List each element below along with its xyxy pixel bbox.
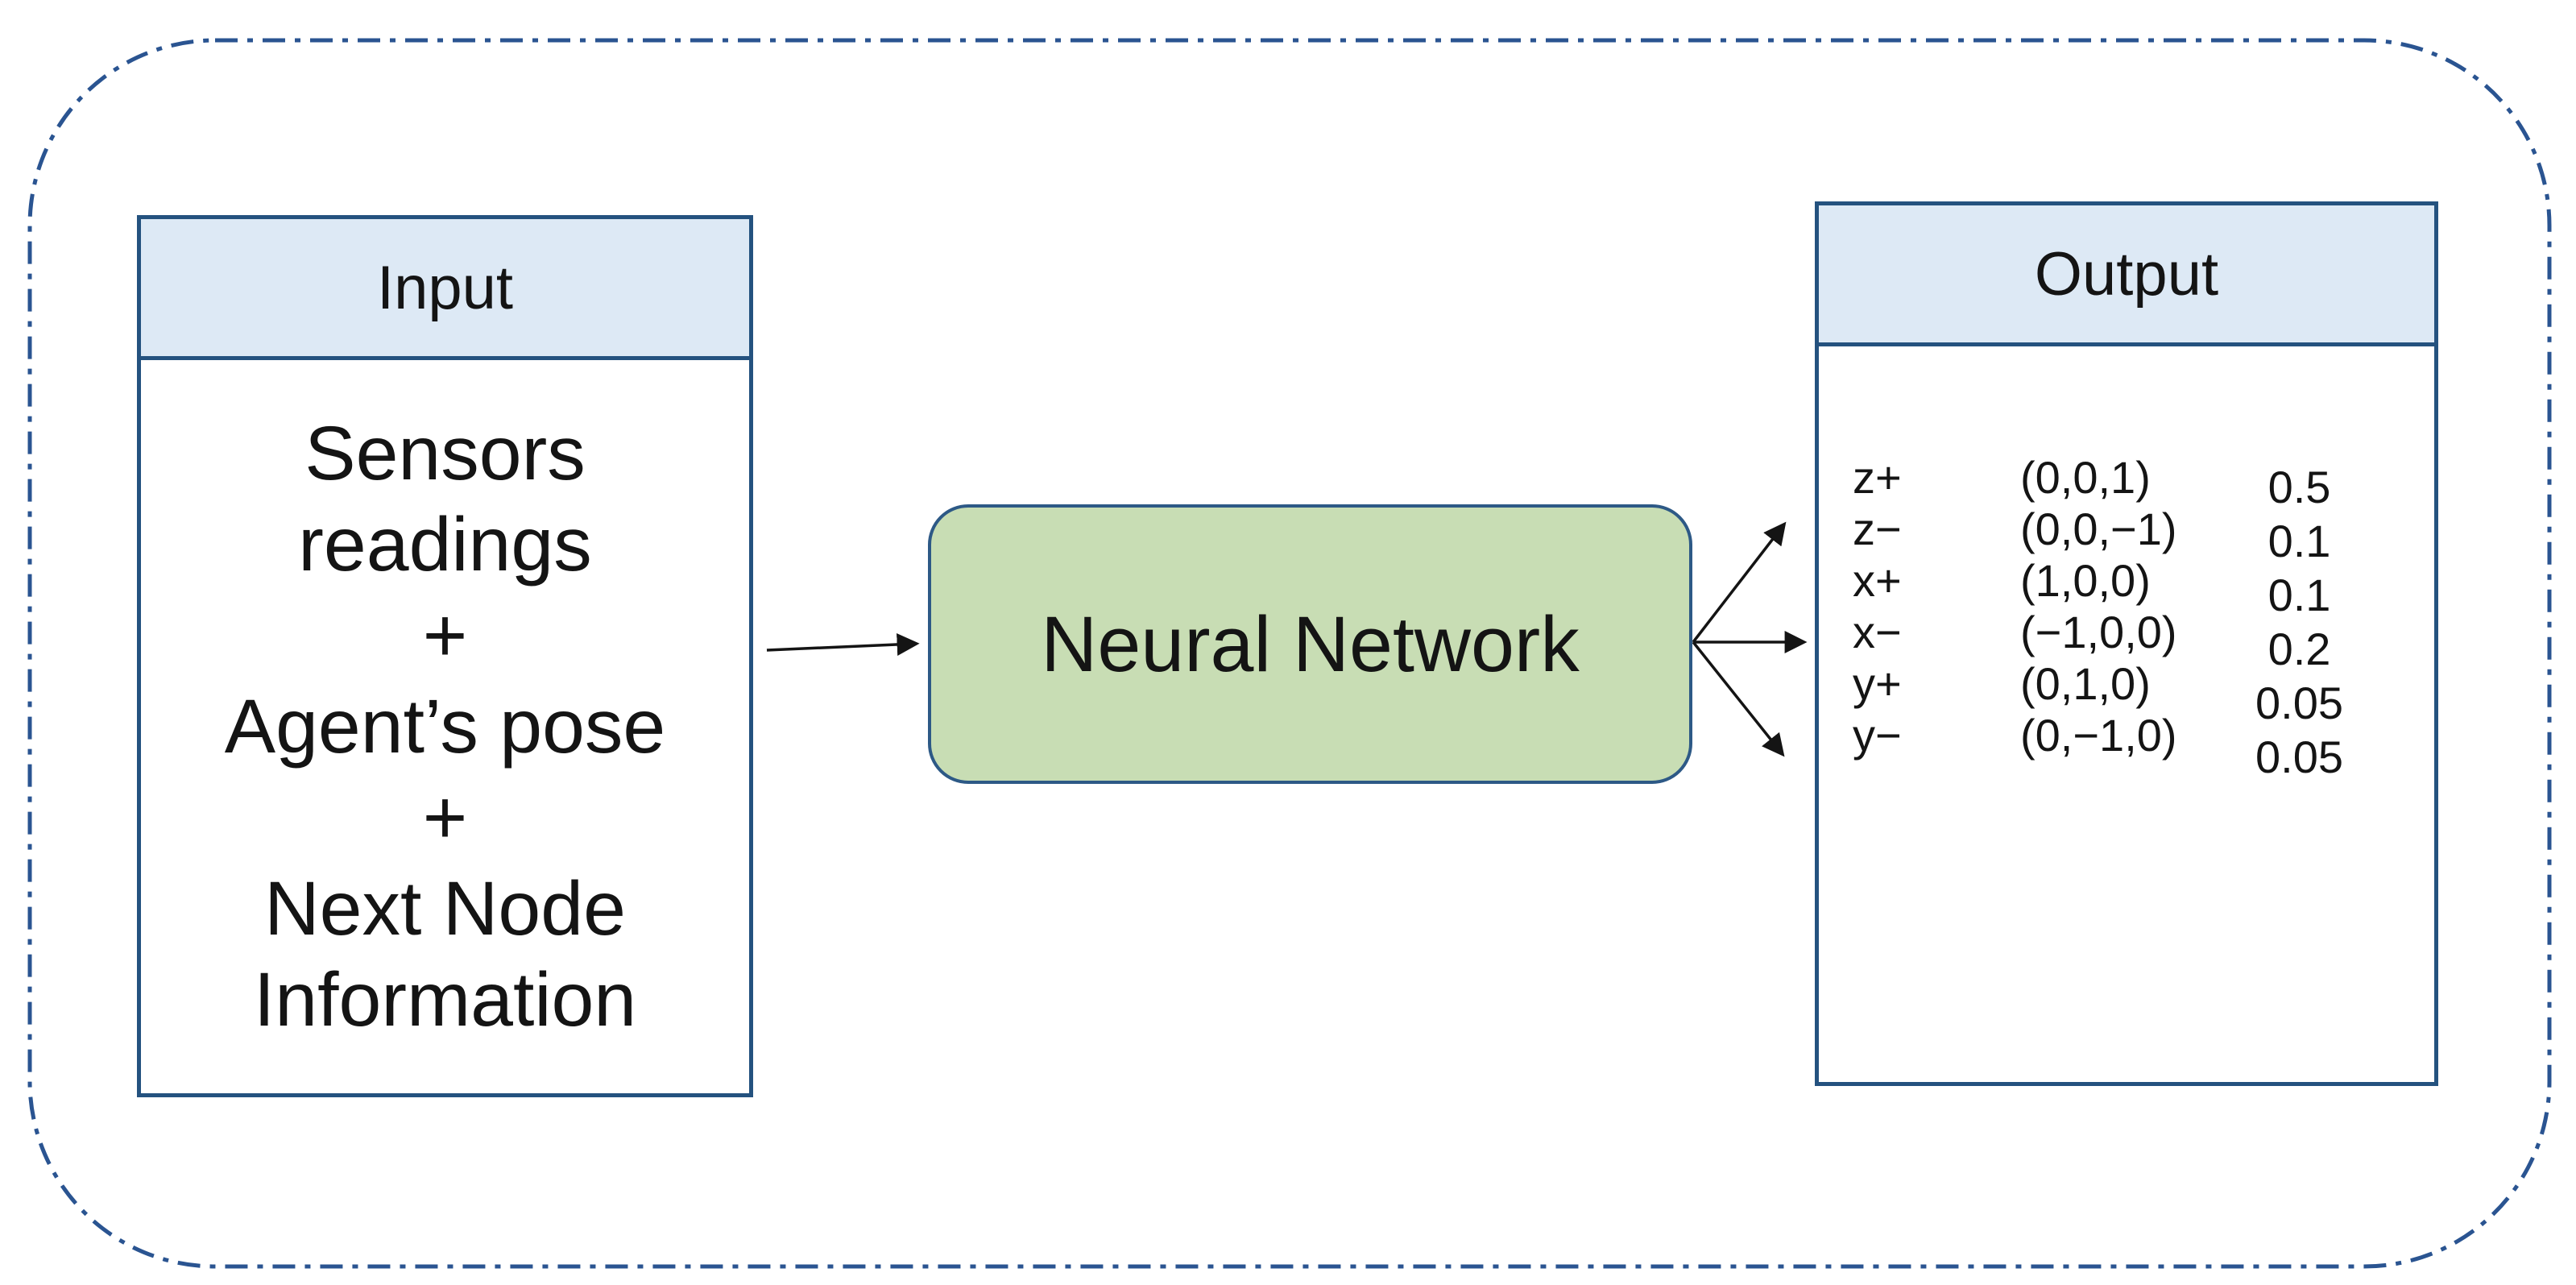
input-line: Information	[253, 956, 637, 1043]
arrow-input-to-network	[766, 632, 920, 656]
direction-vector: (0,0,1)	[2020, 452, 2151, 503]
direction-vector: (−1,0,0)	[2020, 607, 2177, 657]
output-rows: z+ (0,0,1) z− (0,0,−1) x+ (1,0,0) x− (−1…	[1853, 452, 2177, 761]
input-box-header: Input	[141, 219, 749, 360]
output-row: y− (0,−1,0)	[1853, 710, 2177, 761]
neural-network-label: Neural Network	[1041, 599, 1580, 688]
direction-label: z−	[1853, 504, 1902, 554]
input-line: Sensors	[304, 410, 586, 496]
input-plus-sign: +	[422, 592, 468, 678]
output-box-title: Output	[2034, 239, 2219, 309]
direction-label: x−	[1853, 607, 1902, 657]
output-row: x− (−1,0,0)	[1853, 607, 2177, 658]
arrow-network-to-output-down	[1692, 640, 1785, 757]
probability-values: 0.5 0.1 0.1 0.2 0.05 0.05	[2209, 460, 2390, 784]
output-row: y+ (0,1,0)	[1853, 658, 2177, 710]
input-line: readings	[298, 501, 592, 587]
output-row: z− (0,0,−1)	[1853, 504, 2177, 555]
input-box-body: Sensors readings + Agent’s pose + Next N…	[141, 360, 749, 1093]
probability-value: 0.05	[2255, 678, 2343, 728]
direction-vector: (0,0,−1)	[2020, 504, 2177, 554]
direction-label: y+	[1853, 658, 1902, 709]
output-box-header: Output	[1819, 205, 2434, 346]
output-row: z+ (0,0,1)	[1853, 452, 2177, 504]
direction-label: y−	[1853, 710, 1902, 761]
direction-vector: (0,1,0)	[2020, 658, 2151, 709]
direction-label: x+	[1853, 555, 1902, 606]
input-plus-sign: +	[422, 774, 468, 860]
input-line: Next Node	[264, 865, 626, 951]
direction-label: z+	[1853, 452, 1902, 503]
output-box: Output	[1815, 201, 2438, 1086]
input-box: Input Sensors readings + Agent’s pose + …	[137, 215, 753, 1097]
input-line: Agent’s pose	[224, 683, 666, 769]
probability-value: 0.5	[2267, 462, 2331, 512]
direction-vector: (0,−1,0)	[2020, 710, 2177, 761]
output-row: x+ (1,0,0)	[1853, 555, 2177, 607]
probability-value: 0.2	[2267, 624, 2331, 674]
direction-vector: (1,0,0)	[2020, 555, 2151, 606]
probability-value: 0.1	[2267, 570, 2331, 620]
probability-value: 0.1	[2267, 516, 2331, 566]
arrow-network-to-output-up	[1692, 521, 1787, 644]
probability-value: 0.05	[2255, 732, 2343, 782]
input-box-title: Input	[376, 253, 514, 322]
neural-network-box: Neural Network	[928, 504, 1692, 784]
